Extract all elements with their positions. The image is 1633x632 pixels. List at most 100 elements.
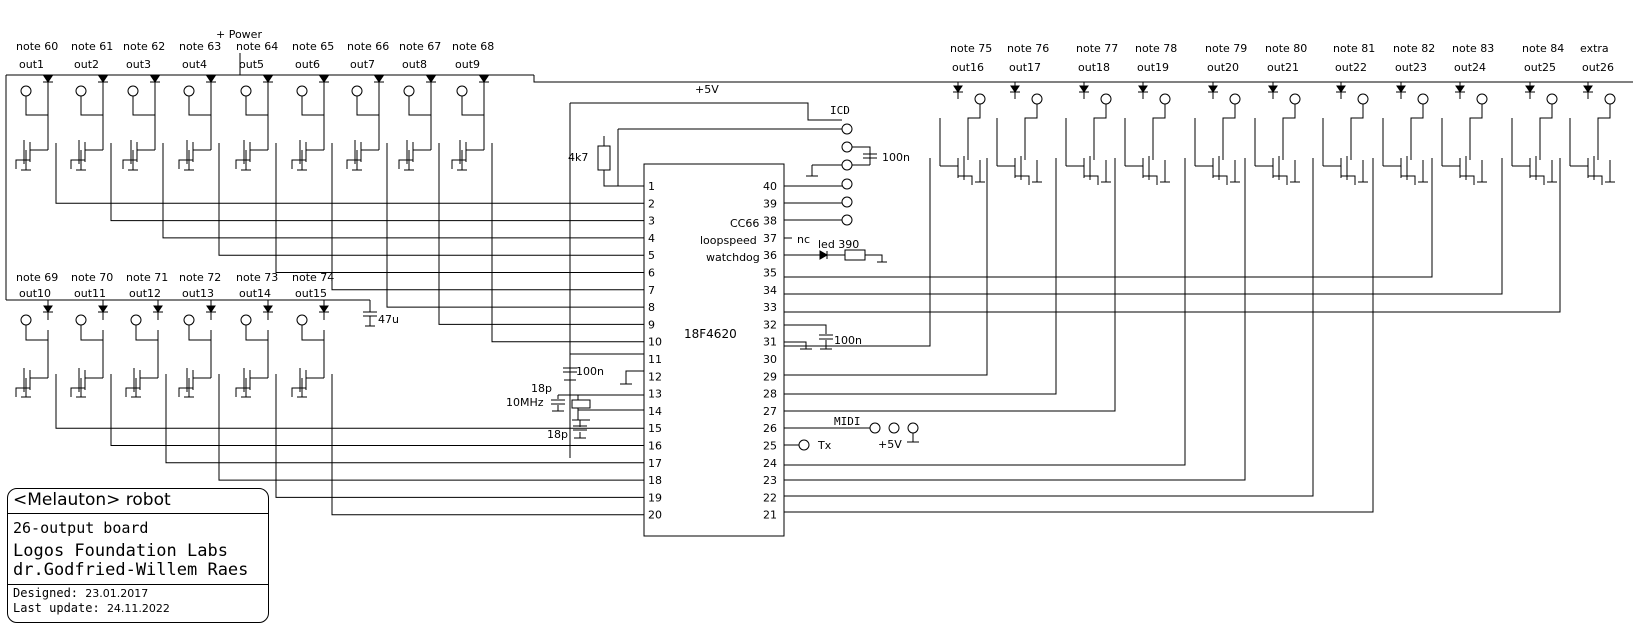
icd-cap-wire bbox=[852, 146, 871, 166]
note-label: note 62 bbox=[123, 40, 165, 53]
mosfet bbox=[1254, 118, 1288, 185]
terminal bbox=[1031, 93, 1043, 105]
output-label: out24 bbox=[1454, 61, 1486, 74]
pin-number: 39 bbox=[763, 197, 777, 210]
mosfet bbox=[70, 102, 104, 169]
terminal bbox=[240, 314, 252, 326]
drain-wire bbox=[80, 325, 104, 375]
terminal bbox=[869, 422, 881, 434]
gate-wire bbox=[784, 158, 1186, 466]
terminal bbox=[798, 439, 810, 451]
note-label: note 77 bbox=[1076, 42, 1118, 55]
pin-number: 24 bbox=[763, 457, 777, 470]
terminal bbox=[1546, 93, 1558, 105]
p11-capacitor bbox=[563, 367, 577, 373]
flyback-diode bbox=[1396, 85, 1406, 93]
output-label: out16 bbox=[952, 61, 984, 74]
mosfet bbox=[122, 102, 156, 169]
pin-number: 36 bbox=[763, 249, 777, 262]
loopspeed-label: loopspeed bbox=[700, 234, 757, 247]
designed-line: Designed: 23.01.2017 bbox=[13, 586, 148, 600]
gate-wire bbox=[55, 374, 644, 429]
note-label: note 64 bbox=[236, 40, 278, 53]
bulk-capacitor bbox=[363, 311, 377, 317]
output-label: out22 bbox=[1335, 61, 1367, 74]
output-label: out20 bbox=[1207, 61, 1239, 74]
pin-number: 2 bbox=[648, 197, 655, 210]
mosfet bbox=[125, 330, 159, 397]
drain-wire bbox=[461, 96, 485, 150]
pin-number: 9 bbox=[648, 318, 655, 331]
gate-wire bbox=[784, 158, 1246, 481]
mosfet bbox=[939, 118, 973, 185]
gate-wire bbox=[55, 143, 644, 204]
flyback-diode bbox=[1455, 85, 1465, 93]
terminal bbox=[841, 141, 853, 153]
note-label: note 69 bbox=[16, 271, 58, 284]
note-label: note 67 bbox=[399, 40, 441, 53]
gate-wire bbox=[162, 143, 644, 239]
terminal bbox=[130, 314, 142, 326]
gate-wire bbox=[331, 143, 644, 291]
flyback-diode bbox=[374, 75, 384, 83]
mosfet bbox=[451, 102, 485, 169]
updated-label: Last update: bbox=[13, 601, 100, 615]
designed-date: 23.01.2017 bbox=[85, 587, 149, 600]
note-label: note 68 bbox=[452, 40, 494, 53]
mosfet bbox=[178, 102, 212, 169]
terminal bbox=[296, 85, 308, 97]
flyback-diode bbox=[153, 305, 163, 313]
drain-wire bbox=[1222, 104, 1236, 160]
output-label: out1 bbox=[19, 58, 44, 71]
pin-number: 29 bbox=[763, 370, 777, 383]
pin-number: 35 bbox=[763, 267, 777, 280]
note-label: note 65 bbox=[292, 40, 334, 53]
pin-number: 11 bbox=[648, 353, 662, 366]
flyback-diode bbox=[953, 85, 963, 93]
gate-wire bbox=[331, 374, 644, 516]
wires bbox=[5, 53, 1633, 516]
drain-wire bbox=[1350, 104, 1364, 160]
output-label: out19 bbox=[1137, 61, 1169, 74]
gate-wire bbox=[491, 143, 644, 343]
p12-ground bbox=[620, 370, 644, 385]
vcc-wire bbox=[570, 102, 842, 121]
mosfet bbox=[70, 330, 104, 397]
mosfet bbox=[1065, 118, 1099, 185]
pin-number: 32 bbox=[763, 318, 777, 331]
output-label: out2 bbox=[74, 58, 99, 71]
terminal bbox=[183, 314, 195, 326]
pin-number: 7 bbox=[648, 284, 655, 297]
icd-capacitor bbox=[863, 153, 877, 159]
note-label: note 80 bbox=[1265, 42, 1307, 55]
xtal-capacitor-2 bbox=[573, 425, 587, 431]
terminal bbox=[1417, 93, 1429, 105]
note-label: note 82 bbox=[1393, 42, 1435, 55]
drain-wire bbox=[25, 96, 49, 150]
gate-wire bbox=[784, 158, 1561, 313]
gate-wire bbox=[438, 143, 644, 325]
output-label: out4 bbox=[182, 58, 207, 71]
note-label: note 72 bbox=[179, 271, 221, 284]
p31-ground bbox=[784, 341, 812, 350]
terminal bbox=[841, 123, 853, 135]
output-label: out5 bbox=[239, 58, 264, 71]
pin-number: 22 bbox=[763, 491, 777, 504]
gate-wire bbox=[784, 158, 1433, 278]
drain-wire bbox=[301, 96, 325, 150]
pin-number: 33 bbox=[763, 301, 777, 314]
output-label: out3 bbox=[126, 58, 151, 71]
note-label: note 78 bbox=[1135, 42, 1177, 55]
pin-number: 5 bbox=[648, 249, 655, 262]
xtal-cap2-label: 18p bbox=[547, 428, 568, 441]
cc66-label: CC66 bbox=[730, 217, 759, 230]
flyback-diode bbox=[1138, 85, 1148, 93]
gate-wire bbox=[218, 374, 644, 481]
drain-wire bbox=[188, 96, 212, 150]
gate-wire bbox=[784, 158, 1503, 295]
gate-wire bbox=[386, 143, 644, 308]
terminal bbox=[888, 422, 900, 434]
output-label: out11 bbox=[74, 287, 106, 300]
terminal bbox=[1357, 93, 1369, 105]
